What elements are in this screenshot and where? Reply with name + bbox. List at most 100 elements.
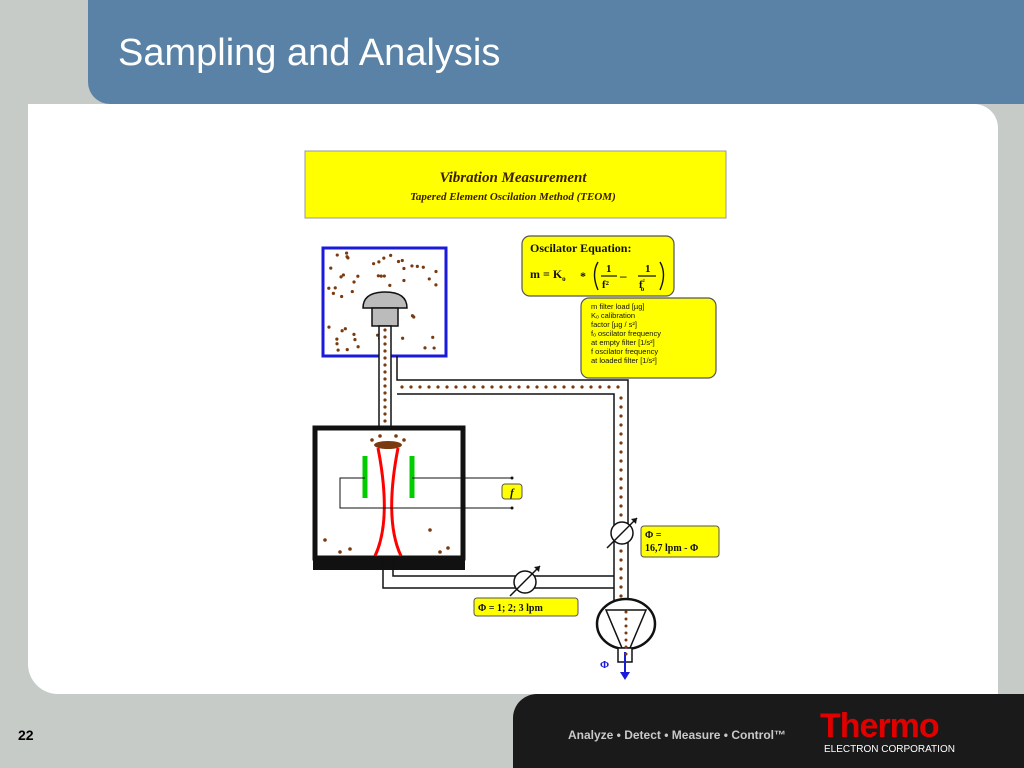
- pump-particles: [624, 610, 628, 656]
- legend-lines: m filter load [µg] Kₒ calibration factor…: [591, 302, 661, 365]
- particle-dot: [454, 385, 458, 389]
- particle-dot: [340, 294, 344, 299]
- particle-dot: [427, 277, 431, 281]
- f-label-box: [501, 483, 523, 500]
- particle-dot: [619, 594, 623, 598]
- particle-dot: [336, 348, 340, 352]
- particle-dot: [356, 274, 360, 278]
- tagline: Analyze • Detect • Measure • Control™: [568, 728, 786, 742]
- particle-dot: [619, 450, 623, 454]
- legend-line: f oscilator frequency: [591, 347, 658, 356]
- particle-dot: [580, 385, 584, 389]
- particle-dot: [438, 550, 442, 554]
- phi-out-label: Φ: [600, 659, 609, 671]
- particle-dot: [382, 274, 386, 278]
- particle-dot: [434, 283, 438, 287]
- particle-dot: [383, 356, 387, 360]
- equation-lhs: m = Ko: [530, 267, 566, 283]
- particle-dot: [394, 434, 398, 438]
- particle-dot: [345, 347, 349, 352]
- left-paren: [593, 261, 599, 291]
- particle-dot: [383, 335, 387, 339]
- particle-dot: [508, 385, 512, 389]
- particle-dot: [619, 567, 623, 571]
- banner-subtitle: Tapered Element Oscilation Method (TEOM): [410, 191, 616, 203]
- particle-dot: [348, 547, 352, 551]
- particle-dot: [378, 434, 382, 438]
- filter-cake: [374, 441, 402, 449]
- flow-bottom-box: [473, 597, 579, 617]
- particle-dot: [327, 325, 331, 329]
- particle-dot: [383, 398, 387, 402]
- wire-terminal: [510, 506, 514, 510]
- flow-top-box: [640, 525, 720, 558]
- particle-dot: [619, 396, 623, 400]
- particle-dot: [376, 274, 380, 278]
- particle-dot: [421, 265, 425, 269]
- particle-dot: [383, 349, 387, 353]
- particle-dot: [383, 405, 387, 409]
- particle-dot: [624, 652, 628, 656]
- particle-dot: [427, 385, 431, 389]
- particle-dot: [383, 342, 387, 346]
- f-label: f: [510, 487, 515, 499]
- particle-dot: [409, 385, 413, 389]
- particle-dot: [619, 414, 623, 418]
- page-number: 22: [18, 727, 34, 743]
- bypass-pipe-outer: [396, 356, 629, 600]
- footer-bar: [513, 694, 1024, 768]
- particle-dot: [344, 251, 349, 255]
- inlet-body: [371, 307, 399, 327]
- thermo-logo: Thermo: [820, 707, 940, 745]
- particle-dot: [323, 538, 327, 542]
- particle-dot: [562, 385, 566, 389]
- particle-dot: [624, 631, 628, 635]
- particle-dot: [379, 274, 383, 278]
- particle-dot: [619, 576, 623, 580]
- particle-dot: [353, 338, 357, 342]
- particle-dot: [624, 624, 628, 628]
- particle-dot: [446, 546, 450, 550]
- header-bar: [88, 0, 1024, 104]
- arrow-head: [631, 518, 637, 524]
- particle-dot: [624, 617, 628, 621]
- particle-dot: [335, 253, 339, 257]
- particle-dot: [619, 558, 623, 562]
- equation-title: Oscilator Equation:: [530, 241, 631, 255]
- banner-title: Vibration Measurement: [439, 170, 587, 186]
- flow-bottom-label: Φ = 1; 2; 3 lpm: [478, 603, 543, 614]
- particle-dot: [619, 477, 623, 481]
- particle-dot: [388, 283, 392, 287]
- particle-dot: [598, 385, 602, 389]
- particle-dot: [383, 384, 387, 388]
- particle-dot: [383, 328, 387, 332]
- particle-dot: [571, 385, 575, 389]
- particle-dot: [338, 550, 342, 554]
- particle-dot: [499, 385, 503, 389]
- eq-num1: 1: [606, 263, 612, 275]
- title-banner: [304, 150, 727, 219]
- particle-dot: [382, 256, 386, 260]
- particle-dot: [619, 486, 623, 490]
- particle-dot: [619, 495, 623, 499]
- particle-dot: [445, 385, 449, 389]
- particle-dot: [619, 423, 623, 427]
- legend-line: Kₒ calibration: [591, 311, 635, 320]
- particle-dot: [402, 438, 406, 442]
- particle-dot: [418, 385, 422, 389]
- tapered-element: [373, 447, 403, 557]
- legend-line: at loaded filter [1/s²]: [591, 356, 657, 365]
- particle-dot: [356, 345, 360, 349]
- particle-dot: [341, 273, 345, 277]
- particle-dot: [343, 327, 347, 331]
- page-title: Sampling and Analysis: [118, 32, 501, 74]
- particle-dot: [624, 610, 628, 614]
- eq-minus: –: [619, 268, 627, 283]
- particle-dot: [410, 314, 415, 318]
- particle-dot: [410, 264, 414, 268]
- particle-dot: [396, 259, 401, 264]
- particle-dot: [350, 289, 354, 294]
- particle-dot: [432, 346, 436, 350]
- particle-dot: [619, 549, 623, 553]
